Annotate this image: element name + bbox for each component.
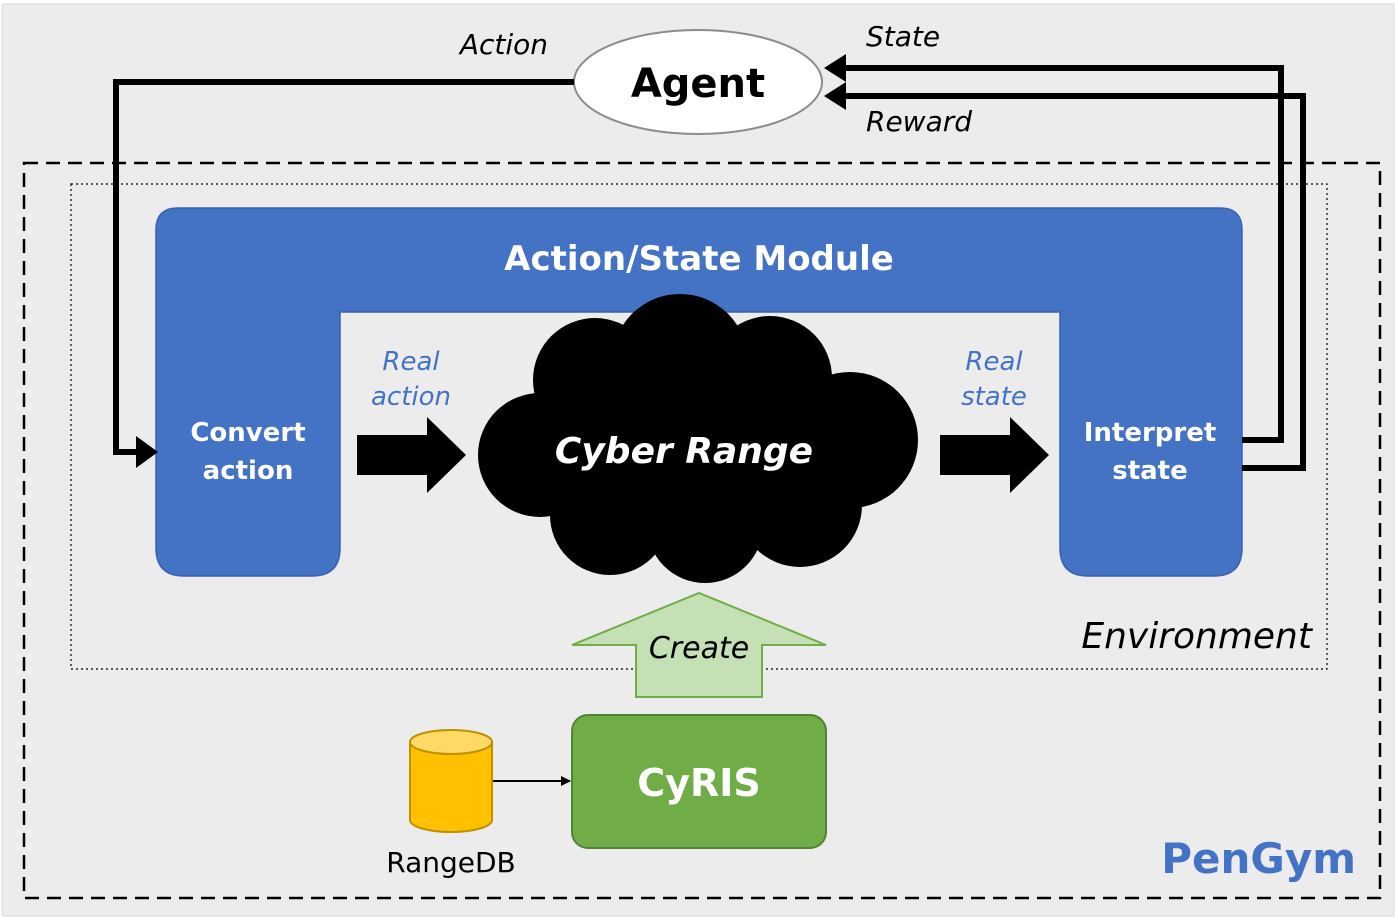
action-state-module xyxy=(155,207,1243,577)
cyris-box xyxy=(571,714,827,849)
state-arrow xyxy=(842,65,1284,443)
convert-action-line1: Convert xyxy=(190,418,305,448)
interpret-state-line1: Interpret xyxy=(1084,418,1217,448)
reward-label: Reward xyxy=(866,105,972,138)
create-label: Create xyxy=(649,631,749,666)
real-state-label-line1: Real xyxy=(965,347,1023,377)
state-label: State xyxy=(866,20,940,53)
real-state-arrow xyxy=(940,417,1049,493)
real-state-label-line2: state xyxy=(961,382,1027,412)
cyber-range-label: Cyber Range xyxy=(555,431,813,472)
cyber-range-cloud xyxy=(478,294,918,583)
state-arrowhead xyxy=(824,54,846,82)
action-arrowhead xyxy=(136,436,158,468)
real-action-arrow xyxy=(357,417,466,493)
cyris-label: CyRIS xyxy=(637,761,760,805)
module-title: Action/State Module xyxy=(504,239,894,279)
rangedb-icon xyxy=(409,729,493,833)
convert-action-line2: action xyxy=(203,456,294,486)
environment-label: Environment xyxy=(1081,616,1314,657)
reward-arrow xyxy=(842,93,1306,471)
action-label: Action xyxy=(458,28,548,61)
real-action-label-line1: Real xyxy=(382,347,440,377)
reward-arrowhead xyxy=(824,82,846,110)
rangedb-label: RangeDB xyxy=(386,846,516,879)
pengym-boundary xyxy=(22,161,1382,900)
interpret-state-line2: state xyxy=(1112,456,1188,486)
real-action-label-line2: action xyxy=(371,382,451,412)
create-arrow xyxy=(571,591,827,698)
pengym-label: PenGym xyxy=(1161,834,1356,883)
agent-label: Agent xyxy=(631,61,765,107)
action-arrow xyxy=(113,79,574,455)
